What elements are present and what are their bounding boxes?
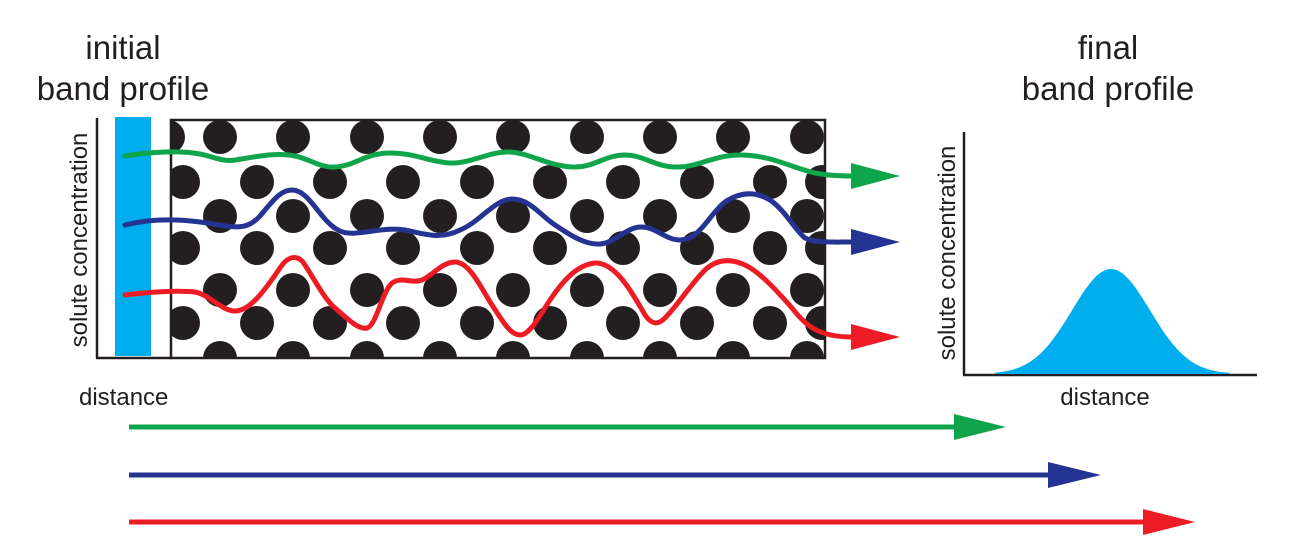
- packing-particle: [240, 165, 274, 199]
- packing-particle: [643, 199, 677, 233]
- final-axes: [962, 132, 1257, 377]
- green-path: [122, 149, 855, 179]
- green-path-arrowhead: [851, 163, 900, 189]
- packing-particle: [350, 341, 384, 358]
- packing-particle: [643, 341, 677, 358]
- packing-particle: [423, 273, 457, 307]
- packing-particle: [460, 306, 494, 340]
- packing-particle: [753, 306, 787, 340]
- packing-particle: [680, 231, 714, 265]
- packing-particle: [240, 231, 274, 265]
- packing-particle: [570, 120, 604, 154]
- green-distance-arrowhead: [954, 414, 1006, 440]
- packing-particle: [643, 273, 677, 307]
- final-y-axis-label: solute concentration: [934, 146, 961, 361]
- packing-particle: [350, 120, 384, 154]
- packing-particle: [533, 165, 567, 199]
- red-path: [122, 255, 855, 340]
- packing-particle: [570, 341, 604, 358]
- packing-particle: [203, 120, 237, 154]
- packing-particle: [716, 199, 750, 233]
- solute-paths: [122, 149, 900, 350]
- packing-particle: [276, 120, 310, 154]
- packing-particle: [423, 341, 457, 358]
- packing-particle: [171, 165, 200, 199]
- final-title-line2: band profile: [1022, 70, 1194, 107]
- packing-particle: [423, 199, 457, 233]
- packing-particle: [753, 231, 787, 265]
- packing-particle: [460, 165, 494, 199]
- packing-particle: [276, 341, 310, 358]
- packing-particle: [790, 341, 824, 358]
- packing-particle: [606, 165, 640, 199]
- red-distance-arrowhead: [1143, 509, 1195, 535]
- packing-particle: [533, 231, 567, 265]
- packing-particle: [350, 273, 384, 307]
- final-x-axis-label: distance: [1060, 384, 1149, 411]
- packing-particle: [386, 306, 420, 340]
- initial-x-axis-label: distance: [79, 384, 168, 411]
- packing-particle: [203, 341, 237, 358]
- blue-distance-arrowhead: [1048, 462, 1101, 488]
- packing-particle: [496, 341, 530, 358]
- packing-particle: [386, 165, 420, 199]
- packing-particle: [790, 199, 824, 233]
- initial-title-line2: band profile: [37, 70, 209, 107]
- packing-particle: [680, 165, 714, 199]
- packing-particle: [313, 231, 347, 265]
- blue-path: [122, 187, 855, 247]
- final-broadened-peak: [995, 269, 1230, 374]
- packing-particle: [171, 231, 200, 265]
- column-outline: [169, 118, 827, 360]
- initial-axes: [95, 118, 172, 360]
- packing-particle: [313, 306, 347, 340]
- packing-particle: [423, 120, 457, 154]
- packing-particle: [680, 306, 714, 340]
- packing-particle: [276, 273, 310, 307]
- packing-particle: [716, 341, 750, 358]
- packing-particle: [496, 273, 530, 307]
- packing-particle: [606, 306, 640, 340]
- packing-particle: [496, 199, 530, 233]
- packing-particle: [171, 120, 185, 154]
- packing-particle: [496, 120, 530, 154]
- blue-path-arrowhead: [851, 229, 900, 255]
- column-particles: [171, 120, 825, 358]
- distance-arrows: [129, 414, 1195, 535]
- packing-particle: [276, 199, 310, 233]
- packing-particle: [203, 273, 237, 307]
- packing-particle: [240, 306, 274, 340]
- packing-particle: [386, 231, 420, 265]
- packing-particle: [805, 231, 825, 265]
- initial-title-line1: initial: [85, 29, 160, 66]
- packing-particle: [716, 120, 750, 154]
- packing-particle: [790, 120, 824, 154]
- packing-particle: [790, 273, 824, 307]
- initial-y-axis-label: solute concentration: [66, 133, 93, 348]
- packing-particle: [643, 120, 677, 154]
- packing-particle: [570, 273, 604, 307]
- packing-particle: [350, 199, 384, 233]
- packing-particle: [753, 165, 787, 199]
- packing-particle: [570, 199, 604, 233]
- packing-particle: [460, 231, 494, 265]
- packing-particle: [313, 165, 347, 199]
- final-title-line1: final: [1078, 29, 1139, 66]
- packing-particle: [716, 273, 750, 307]
- red-path-arrowhead: [851, 324, 900, 350]
- packing-particle: [171, 306, 200, 340]
